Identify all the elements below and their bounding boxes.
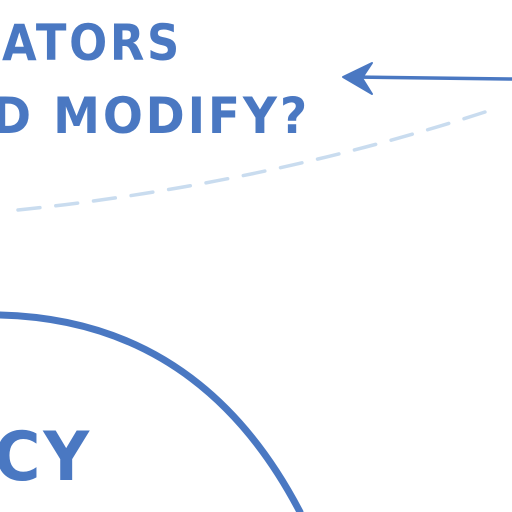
annotation-line-2: D MODIFY? [0, 87, 310, 145]
arrow-head [342, 62, 373, 95]
annotation-line-1: ATORS [2, 14, 182, 72]
circle-outline [0, 311, 304, 512]
circle-label: CY [0, 418, 92, 497]
arrow-shaft [350, 75, 512, 81]
dashed-connector [16, 110, 487, 212]
arrow [342, 62, 512, 95]
